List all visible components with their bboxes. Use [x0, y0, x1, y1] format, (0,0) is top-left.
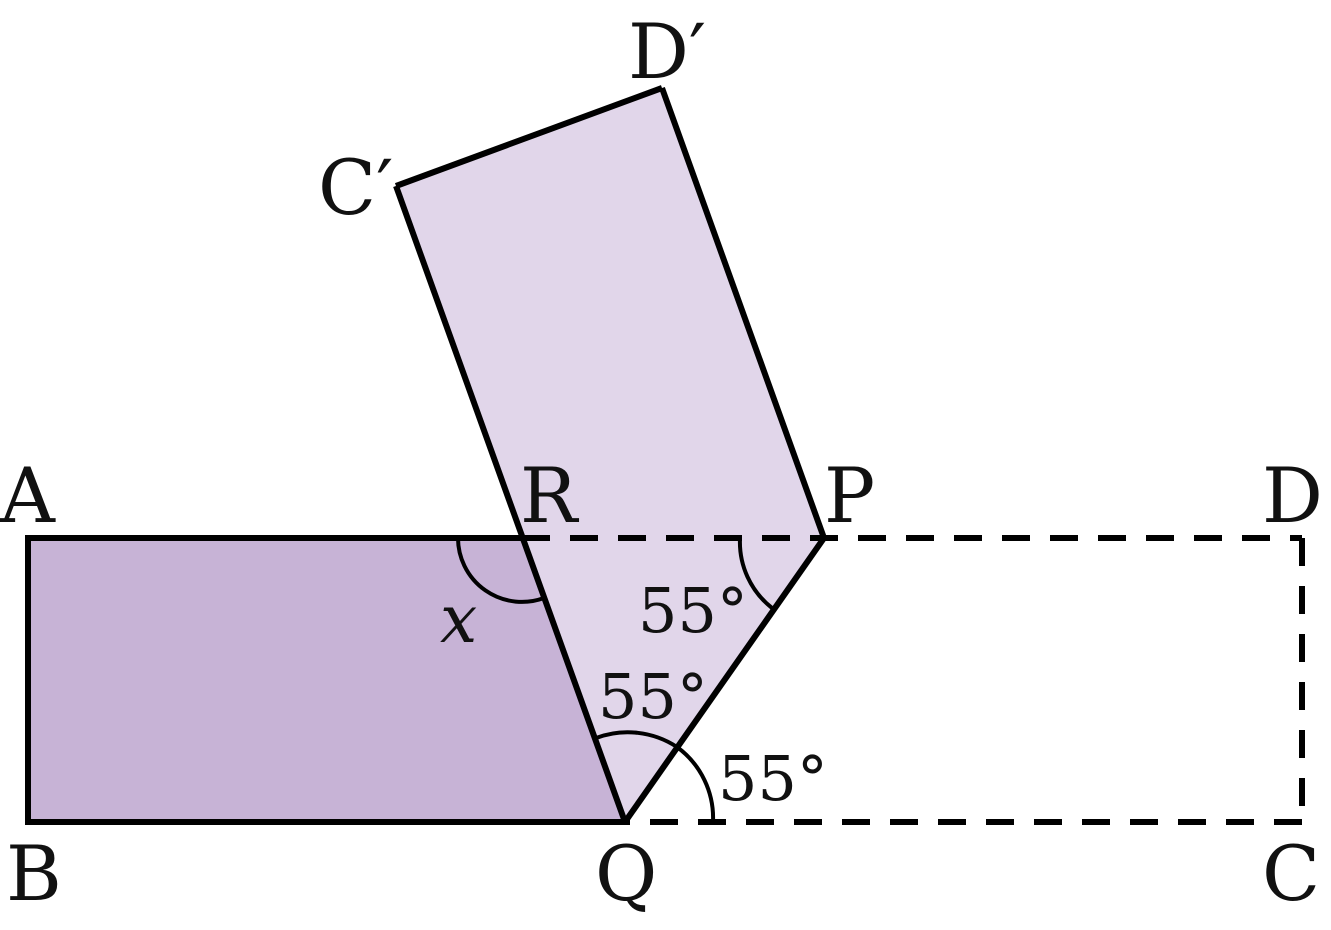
angle-label-q-folded: 55°	[598, 660, 708, 733]
angle-arc-p	[737, 537, 774, 610]
region-abqr	[28, 538, 625, 822]
point-label-d: D	[1262, 451, 1323, 540]
angle-label-q-original: 55°	[718, 742, 828, 815]
edge-q-c-prime	[393, 184, 628, 824]
angle-label-x: x	[440, 581, 477, 658]
edge-c-prime-d-prime	[394, 85, 664, 189]
fold-line-pq	[622, 536, 827, 824]
point-label-d-prime: D′	[628, 7, 706, 96]
point-label-a: A	[0, 451, 56, 540]
point-label-c: C	[1262, 829, 1320, 918]
region-folded-flap	[396, 88, 824, 822]
original-flap-outline	[522, 535, 1305, 825]
point-label-q: Q	[595, 829, 657, 918]
angle-arc-q-folded	[595, 730, 679, 749]
edge-r-a-b-q	[25, 535, 625, 825]
point-label-r: R	[520, 451, 580, 540]
angle-arc-q-original	[675, 745, 716, 823]
point-label-p: P	[824, 451, 875, 540]
point-label-c-prime: C′	[318, 143, 393, 232]
angle-arc-x	[456, 537, 545, 604]
edge-d-prime-p	[659, 86, 827, 540]
point-label-b: B	[6, 829, 62, 918]
angle-label-p: 55°	[638, 574, 748, 647]
